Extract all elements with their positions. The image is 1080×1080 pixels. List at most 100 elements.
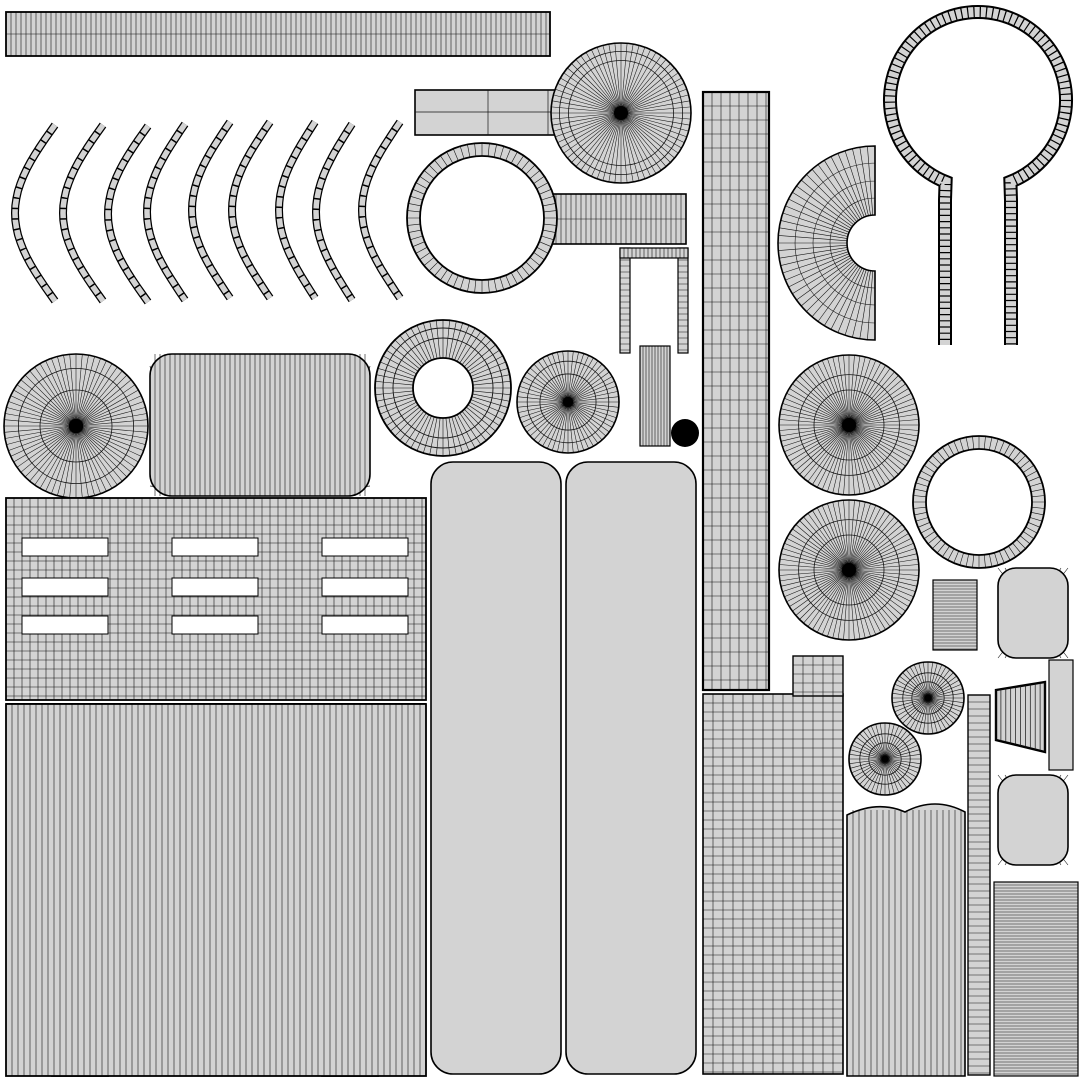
wire-mesh — [639, 345, 671, 447]
wire-mesh — [933, 580, 977, 650]
wire-mesh — [392, 337, 494, 439]
curved-strip-7 — [274, 119, 319, 301]
wire-mesh — [891, 661, 965, 735]
wire-mesh — [614, 106, 628, 120]
wire-mesh — [144, 122, 188, 302]
wire-mesh — [18, 367, 134, 484]
wire-mesh — [154, 354, 366, 496]
wire-mesh — [925, 448, 1033, 556]
rounded-panel-grid — [149, 353, 371, 497]
wire-mesh — [5, 703, 427, 1077]
wire-mesh — [68, 418, 84, 434]
wire-mesh — [881, 755, 889, 763]
wire-mesh — [671, 419, 699, 447]
bracket-top — [619, 247, 689, 259]
wire-mesh — [911, 681, 945, 715]
wire-mesh — [321, 577, 409, 597]
wire-mesh — [11, 704, 421, 1076]
half-fan-sector — [777, 145, 876, 341]
wire-mesh — [431, 462, 561, 1074]
wire-mesh — [526, 360, 610, 444]
fan-disc-tiny-right — [848, 722, 922, 796]
wire-mesh — [5, 497, 427, 701]
wire-mesh — [171, 577, 259, 597]
handle-a-bar — [414, 89, 561, 136]
wire-mesh — [6, 12, 550, 56]
curved-strip-6 — [227, 119, 274, 301]
wire-mesh — [623, 248, 685, 258]
wire-mesh — [406, 142, 558, 294]
wire-mesh — [701, 90, 771, 692]
wire-mesh — [60, 123, 106, 303]
wire-mesh — [5, 11, 551, 57]
wire-mesh — [778, 354, 920, 496]
wire-mesh — [842, 418, 856, 432]
striped-block — [993, 881, 1079, 1077]
wire-mesh — [793, 656, 843, 696]
wire-mesh — [642, 346, 668, 446]
wire-mesh — [798, 374, 900, 476]
wire-mesh — [703, 694, 843, 1074]
wire-mesh — [968, 701, 990, 1074]
wire-mesh — [620, 248, 688, 258]
wire-mesh — [12, 123, 58, 303]
wire-mesh — [968, 695, 990, 1075]
wire-mesh — [1049, 660, 1073, 770]
wire-mesh — [847, 804, 965, 1076]
small-comb — [639, 345, 671, 447]
quad-pad-bottom-grid — [997, 774, 1069, 866]
wire-mesh — [885, 7, 1071, 345]
wire-mesh — [321, 537, 409, 557]
long-panel-right-grid — [565, 461, 697, 1075]
curved-strip-5 — [187, 119, 234, 301]
slotted-grid-top — [792, 655, 844, 697]
wire-mesh — [559, 51, 684, 175]
wire-mesh — [813, 389, 885, 461]
wire-mesh — [382, 327, 504, 449]
ring-mid-top — [406, 142, 558, 294]
curved-strip-2 — [58, 122, 107, 304]
tapered-comb — [994, 680, 1047, 754]
wire-mesh — [419, 155, 545, 281]
wire-mesh — [516, 350, 620, 454]
arched-panel — [846, 803, 966, 1077]
fan-disc-small-right — [891, 661, 965, 735]
wire-mesh — [21, 537, 109, 557]
wire-mesh — [778, 499, 920, 641]
wire-mesh — [997, 774, 1069, 866]
wire-mesh — [913, 436, 1045, 568]
wire-mesh — [678, 248, 688, 353]
wire-mesh — [412, 357, 474, 419]
grille-panel — [5, 497, 427, 701]
wire-mesh — [792, 655, 844, 697]
wire-mesh — [997, 567, 1069, 659]
wire-mesh — [539, 373, 597, 431]
knob — [671, 419, 699, 447]
curved-strip-4 — [142, 121, 189, 303]
quad-pad-top-grid — [997, 567, 1069, 659]
handle-a-bar-lines — [415, 90, 560, 135]
wire-mesh — [321, 615, 409, 635]
wire-mesh — [415, 90, 560, 135]
tall-strip — [701, 90, 771, 692]
wire-mesh — [229, 120, 273, 300]
fan-disc-right-upper — [778, 354, 920, 496]
long-panel-left-grid — [430, 461, 562, 1075]
ring-right-mid — [912, 435, 1046, 569]
curved-strip-3 — [103, 123, 152, 305]
wire-mesh — [846, 803, 966, 1077]
wire-mesh — [777, 145, 876, 341]
wire-mesh — [998, 568, 1068, 658]
wire-mesh — [703, 92, 769, 690]
wire-mesh — [848, 722, 922, 796]
wire-mesh — [798, 519, 900, 621]
tapered-comb-stem — [1048, 659, 1074, 771]
top-strip — [5, 11, 551, 57]
wire-mesh — [1048, 659, 1074, 771]
bracket-right-leg — [677, 247, 689, 354]
wire-mesh — [994, 882, 1078, 1076]
small-comb-right — [932, 579, 978, 651]
wire-mesh — [620, 248, 630, 353]
wire-mesh — [703, 92, 769, 690]
